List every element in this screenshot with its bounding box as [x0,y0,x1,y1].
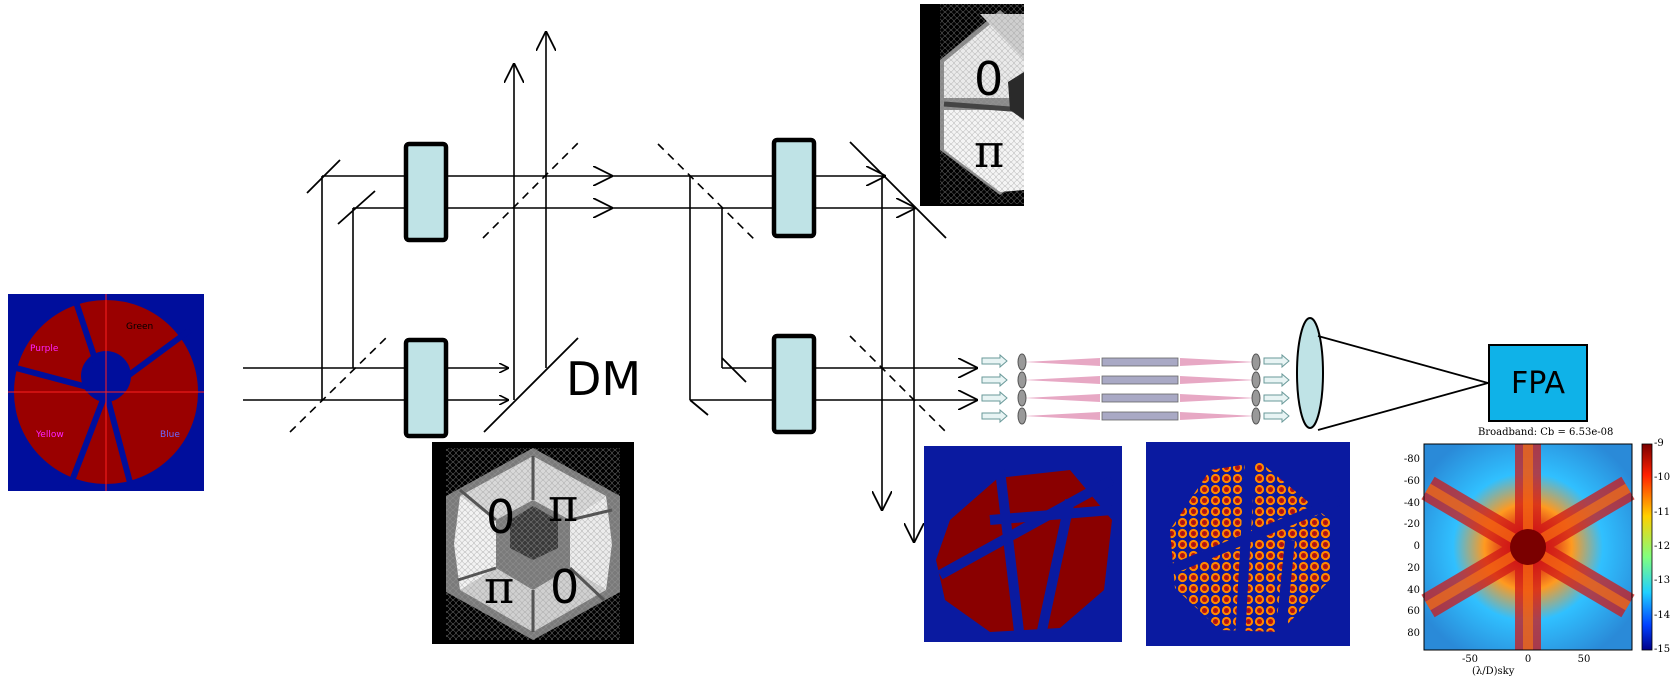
psf-y-tick: 40 [1407,584,1420,596]
mask-top-phase-0: 0 [974,52,1004,106]
psf-x-tick: 0 [1524,654,1532,665]
beamsplitter-lower-right [849,335,947,433]
mask-bottom-phase-0a: 0 [486,490,516,544]
upper-beams [322,176,612,208]
psf-colorbar-tick: -10 [1654,472,1670,484]
psf-colorbar [1641,443,1653,651]
pupil-label-purple: Purple [30,344,59,354]
upper-left-mirrors [306,159,376,225]
psf-colorbar-tick: -11 [1654,506,1670,518]
beamsplitter-upper-left [482,142,579,239]
beamsplitter-upper-right [657,143,756,241]
psf-colorbar-tick: -12 [1654,541,1670,552]
pupil-label-yellow: Yellow [36,430,64,440]
mask-bottom-phase-pi-a: π [548,478,579,532]
mask-image-top [920,4,1024,206]
mask-image-bottom [432,442,634,644]
right-upper-cube [771,137,817,239]
psf-title: Broadband: Cb = 6.53e-08 [1478,427,1614,438]
mask-bottom-phase-pi-b: π [484,560,515,614]
dm-label: DM [566,352,642,406]
right-lower-beams [690,368,977,400]
pupil-image-left [8,294,204,491]
upward-outputs [514,32,546,400]
psf-image [1421,443,1653,651]
psf-colorbar-tick: -9 [1654,438,1664,449]
upper-right-mirror [849,141,947,239]
right-upper-beams [612,176,915,208]
input-beams [243,368,508,400]
left-lower-cube [403,337,449,439]
psf-y-tick: -60 [1403,475,1420,487]
psf-y-tick: 20 [1407,562,1420,574]
focusing-lens [1296,317,1324,429]
beamsplitter-lower-left [289,336,388,433]
mask-top-phase-pi: π [974,124,1005,178]
psf-y-tick: 0 [1413,541,1420,552]
downward-outputs [882,176,914,542]
right-vertical-down-left [689,176,723,400]
left-vertical-paths [321,176,354,400]
pupil-label-blue: Blue [160,430,180,440]
dm-mirror [483,337,579,433]
psf-x-tick: 50 [1577,654,1591,665]
segmented-pupil-red [924,446,1122,642]
fpa-detector: FPA [1488,344,1588,422]
psf-x-tick: -50 [1461,654,1479,665]
pupil-label-green: Green [126,322,154,332]
psf-y-tick: -80 [1403,454,1420,465]
left-upper-cube [403,141,449,243]
psf-y-tick: 60 [1407,606,1420,618]
fpa-label: FPA [1511,365,1565,401]
psf-y-tick: 80 [1407,628,1420,639]
psf-xlabel: (λ/D)sky [1472,666,1515,677]
fiber-input-arrows [981,353,1008,424]
psf-colorbar-tick: -13 [1654,575,1670,587]
psf-y-tick: -20 [1403,519,1420,531]
fiber-output-arrows [1263,353,1290,424]
segmented-pupil-dots [1146,442,1350,646]
lower-right-mirrors [689,357,747,416]
right-lower-cube [771,333,817,435]
fiber-channels [1017,353,1261,425]
psf-y-tick: -40 [1403,497,1420,509]
psf-colorbar-tick: -14 [1654,609,1670,621]
lens-cone-to-fpa [1317,335,1489,431]
fiber-array [981,353,1290,425]
mask-bottom-phase-0b: 0 [550,560,580,614]
psf-colorbar-tick: -15 [1654,644,1670,655]
